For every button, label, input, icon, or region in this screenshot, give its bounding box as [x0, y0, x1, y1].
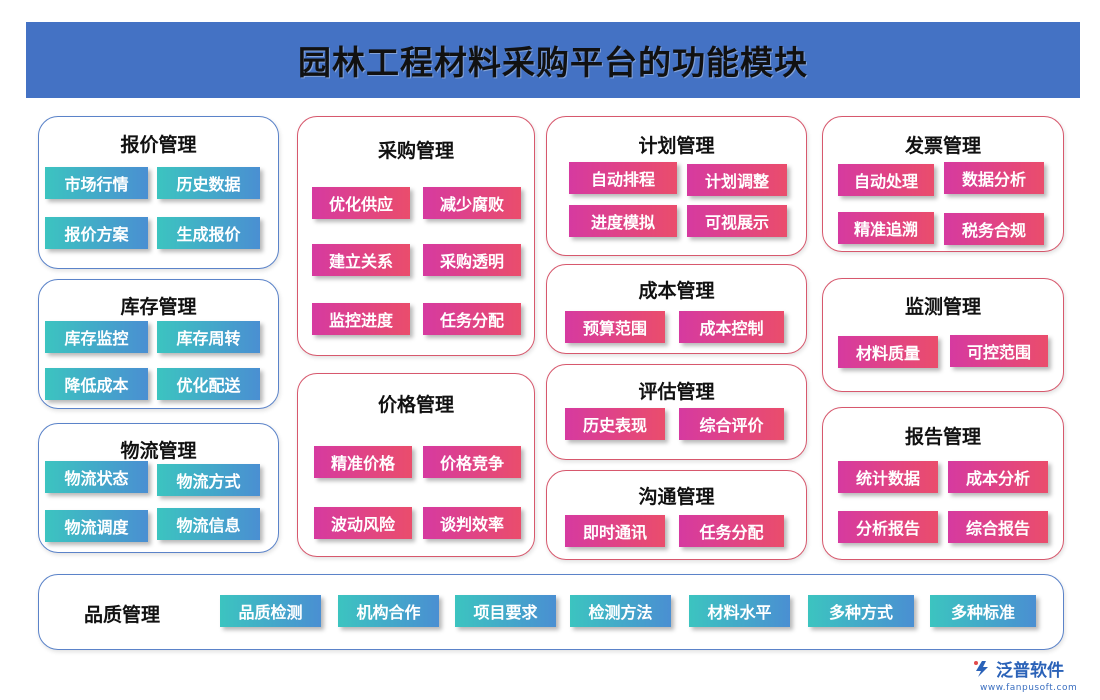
module-item[interactable]: 采购透明 — [423, 244, 521, 276]
module-item[interactable]: 成本分析 — [948, 461, 1048, 493]
module-title: 沟通管理 — [638, 486, 715, 508]
module-item[interactable]: 税务合规 — [944, 213, 1044, 245]
module-item[interactable]: 物流状态 — [45, 461, 148, 493]
module-item[interactable]: 物流方式 — [157, 464, 260, 496]
module-title: 物流管理 — [120, 440, 197, 462]
module-item[interactable]: 分析报告 — [838, 511, 938, 543]
module-item[interactable]: 历史数据 — [157, 167, 260, 199]
module-item[interactable]: 即时通讯 — [565, 515, 665, 547]
module-cost: 成本管理 预算范围 成本控制 — [546, 264, 807, 354]
module-title: 计划管理 — [638, 135, 715, 157]
module-item[interactable]: 库存周转 — [157, 321, 260, 353]
module-item[interactable]: 监控进度 — [312, 303, 410, 335]
module-report: 报告管理 统计数据 成本分析 分析报告 综合报告 — [822, 407, 1064, 560]
module-item[interactable]: 项目要求 — [455, 595, 556, 627]
module-item[interactable]: 谈判效率 — [423, 507, 521, 539]
module-item[interactable]: 降低成本 — [45, 368, 148, 400]
module-monitor: 监测管理 材料质量 可控范围 — [822, 278, 1064, 392]
module-title: 报价管理 — [120, 134, 197, 156]
page-title: 园林工程材料采购平台的功能模块 — [298, 43, 808, 82]
module-item[interactable]: 可视展示 — [687, 205, 787, 237]
module-item[interactable]: 可控范围 — [950, 335, 1048, 367]
module-item[interactable]: 任务分配 — [423, 303, 521, 335]
module-item[interactable]: 优化供应 — [312, 187, 410, 219]
module-item[interactable]: 历史表现 — [565, 408, 665, 440]
module-inventory: 库存管理 库存监控 库存周转 降低成本 优化配送 — [38, 279, 279, 409]
module-item[interactable]: 数据分析 — [944, 162, 1044, 194]
module-item[interactable]: 品质检测 — [220, 595, 321, 627]
logo-name: 泛普软件 — [996, 661, 1064, 681]
module-item[interactable]: 市场行情 — [45, 167, 148, 199]
module-item[interactable]: 综合报告 — [948, 511, 1048, 543]
module-item[interactable]: 库存监控 — [45, 321, 148, 353]
module-item[interactable]: 机构合作 — [338, 595, 439, 627]
module-title: 库存管理 — [120, 296, 197, 318]
module-price: 价格管理 精准价格 价格竞争 波动风险 谈判效率 — [297, 373, 535, 557]
module-item[interactable]: 材料质量 — [838, 336, 938, 368]
fanpu-logo-icon — [974, 660, 988, 677]
module-item[interactable]: 自动排程 — [569, 162, 677, 194]
module-title: 监测管理 — [904, 296, 981, 318]
module-item[interactable]: 生成报价 — [157, 217, 260, 249]
module-item[interactable]: 多种方式 — [808, 595, 914, 627]
module-purchase: 采购管理 优化供应 减少腐败 建立关系 采购透明 监控进度 任务分配 — [297, 116, 535, 356]
module-title: 发票管理 — [904, 135, 981, 157]
module-title: 成本管理 — [638, 280, 715, 302]
module-item[interactable]: 多种标准 — [930, 595, 1036, 627]
module-title: 采购管理 — [377, 140, 454, 162]
module-title: 品质管理 — [84, 604, 161, 626]
module-item[interactable]: 计划调整 — [687, 164, 787, 196]
module-item[interactable]: 物流调度 — [45, 510, 148, 542]
module-title: 报告管理 — [904, 426, 981, 448]
module-item[interactable]: 优化配送 — [157, 368, 260, 400]
module-item[interactable]: 精准追溯 — [838, 212, 934, 244]
module-item[interactable]: 成本控制 — [679, 311, 784, 343]
module-item[interactable]: 进度模拟 — [569, 205, 677, 237]
module-item[interactable]: 报价方案 — [45, 217, 148, 249]
module-item[interactable]: 自动处理 — [838, 164, 934, 196]
module-title: 评估管理 — [638, 381, 715, 403]
module-item[interactable]: 物流信息 — [157, 508, 260, 540]
title-bar: 园林工程材料采购平台的功能模块 — [26, 22, 1080, 98]
module-title: 价格管理 — [377, 394, 454, 416]
module-item[interactable]: 材料水平 — [689, 595, 790, 627]
module-item[interactable]: 预算范围 — [565, 311, 665, 343]
module-item[interactable]: 减少腐败 — [423, 187, 521, 219]
module-item[interactable]: 任务分配 — [679, 515, 784, 547]
module-plan: 计划管理 自动排程 计划调整 进度模拟 可视展示 — [546, 116, 807, 256]
logo-url: www.fanpusoft.com — [980, 683, 1078, 693]
brand-logo: 泛普软件 — [972, 656, 1064, 681]
module-evaluate: 评估管理 历史表现 综合评价 — [546, 364, 807, 460]
module-item[interactable]: 波动风险 — [314, 507, 412, 539]
module-invoice: 发票管理 自动处理 数据分析 精准追溯 税务合规 — [822, 116, 1064, 252]
module-communicate: 沟通管理 即时通讯 任务分配 — [546, 470, 807, 560]
module-item[interactable]: 价格竞争 — [423, 446, 521, 478]
module-item[interactable]: 综合评价 — [679, 408, 784, 440]
module-item[interactable]: 建立关系 — [312, 244, 410, 276]
module-quote: 报价管理 市场行情 历史数据 报价方案 生成报价 — [38, 116, 279, 269]
module-item[interactable]: 统计数据 — [838, 461, 938, 493]
module-item[interactable]: 精准价格 — [314, 446, 412, 478]
module-logistics: 物流管理 物流状态 物流方式 物流调度 物流信息 — [38, 423, 279, 553]
module-item[interactable]: 检测方法 — [570, 595, 671, 627]
